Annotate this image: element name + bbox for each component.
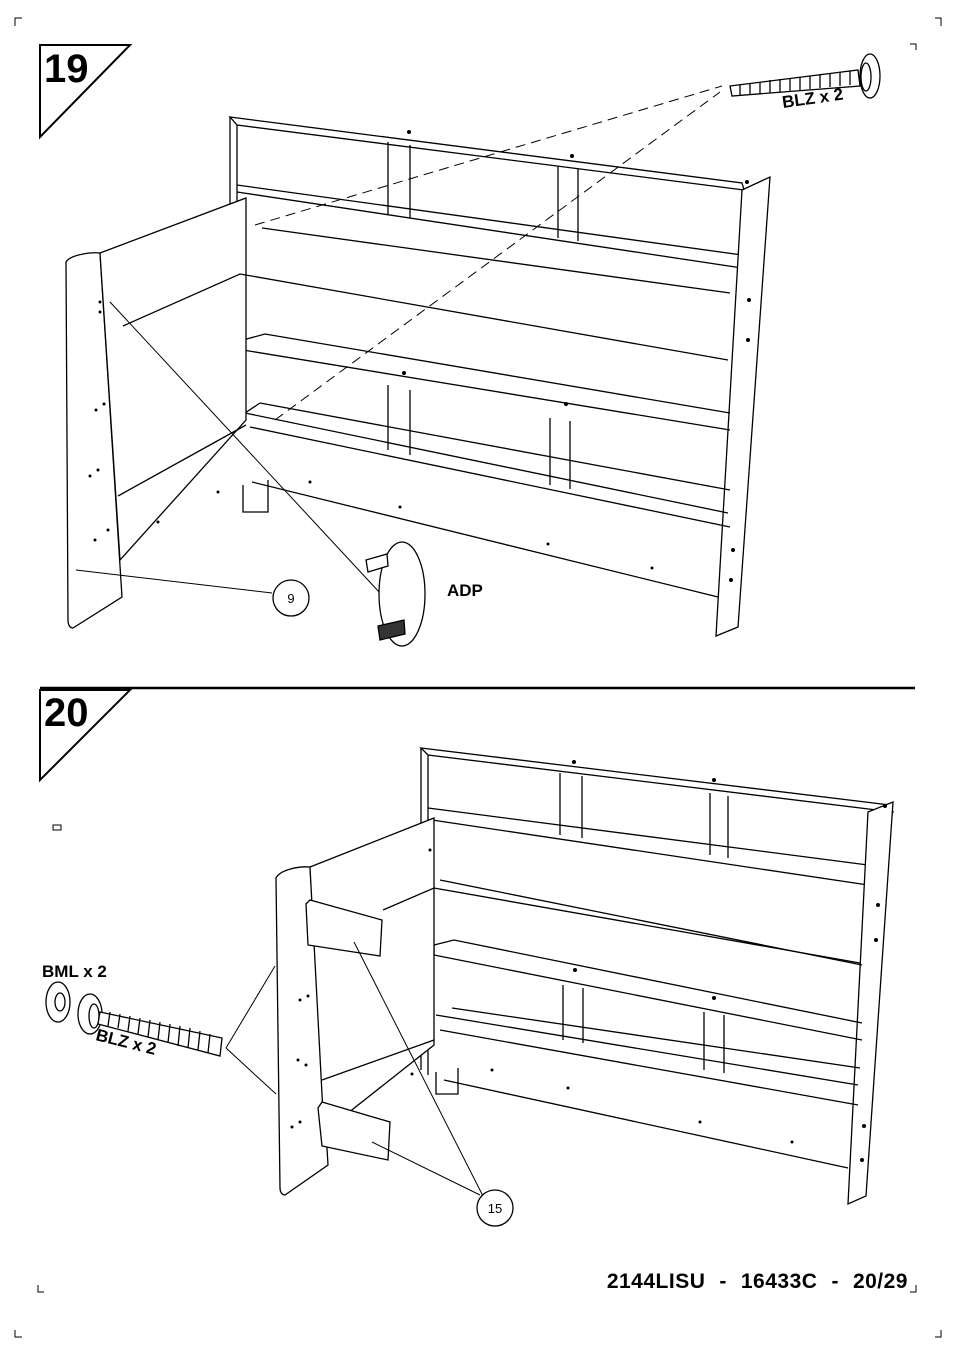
step-20-illustration	[46, 748, 893, 1204]
step-19-part-callout: 9	[273, 580, 309, 616]
step-19-illustration	[66, 54, 880, 646]
footer-separator-1: -	[719, 1270, 727, 1294]
footer-separator-2: -	[831, 1270, 839, 1294]
step-19-number: 19	[44, 47, 89, 91]
crop-marks	[15, 18, 941, 1337]
footer-reference: 16433C	[741, 1270, 818, 1294]
footer-model: 2144LISU	[607, 1270, 706, 1294]
marker-box	[53, 825, 61, 830]
step-20-washer-label: BML x 2	[42, 962, 107, 981]
step-19-adapter-icon	[366, 542, 425, 646]
page-footer: 2144LISU-16433C-20/29	[607, 1270, 908, 1294]
step-19-adapter-label: ADP	[447, 581, 483, 600]
step-20-part-number: 15	[488, 1201, 502, 1216]
step-20-badge: 20	[40, 690, 130, 780]
step-20-washer-icon	[46, 982, 70, 1022]
step-20-part-callout: 15	[477, 1190, 513, 1226]
step-20-number: 20	[44, 691, 89, 735]
footer-page-number: 20/29	[853, 1270, 908, 1294]
step-19-part-number: 9	[287, 591, 294, 606]
step-19-badge: 19	[40, 45, 130, 137]
